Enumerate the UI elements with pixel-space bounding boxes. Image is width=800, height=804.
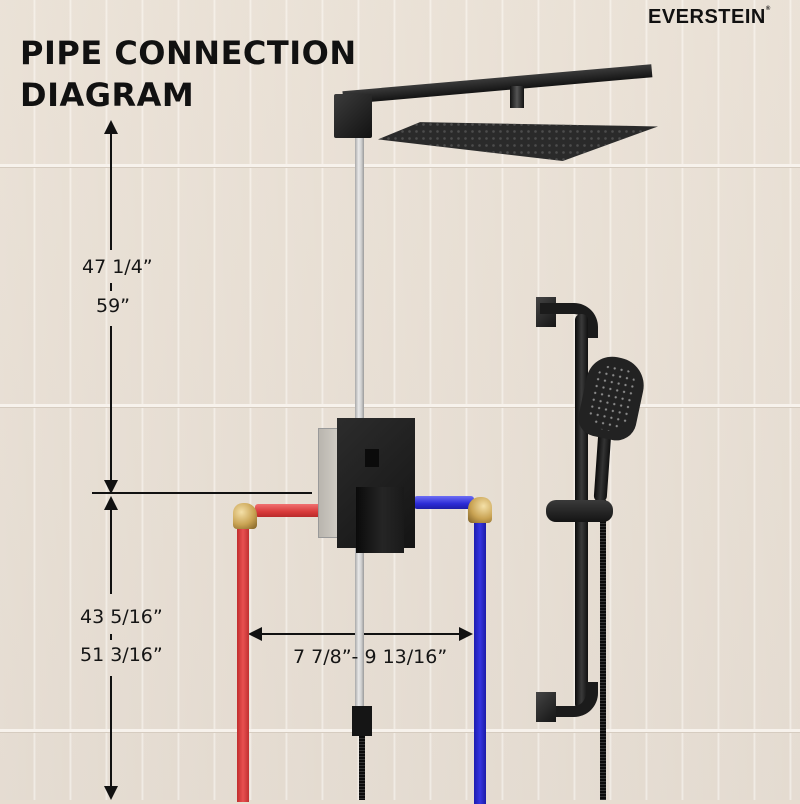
shower-head-neck: [510, 86, 524, 108]
dimension-upper-max: 59”: [96, 295, 131, 317]
arrow-down-icon: [104, 480, 118, 494]
tile-seam: [0, 164, 800, 168]
hose-wall-outlet: [352, 706, 372, 736]
dimension-lower-min: 43 5/16”: [80, 606, 163, 628]
brass-elbow-hot: [233, 503, 257, 529]
slide-bar-bottom-bracket: [536, 692, 556, 722]
cold-water-pipe-horizontal: [414, 496, 474, 509]
dimension-lower-max: 51 3/16”: [80, 644, 163, 666]
dimension-line-lower: [110, 508, 112, 594]
title-line-1: PIPE CONNECTION: [20, 34, 357, 72]
shower-arm-flange: [334, 94, 372, 138]
brand-logo: EVERSTEIN®: [648, 6, 771, 29]
cold-water-pipe-vertical: [474, 514, 486, 804]
hot-water-pipe-horizontal: [255, 504, 325, 517]
shower-hose: [359, 736, 365, 800]
dimension-line-upper: [110, 132, 112, 250]
diverter-knob: [365, 449, 379, 467]
dimension-line-tick: [110, 283, 112, 291]
temperature-handle: [356, 487, 404, 553]
slide-bar-top-bend: [540, 303, 598, 338]
tile-seam: [0, 404, 800, 408]
dimension-line-upper-lower: [110, 326, 112, 480]
dimension-horizontal: 7 7/8”- 9 13/16”: [293, 646, 448, 668]
hot-water-pipe-vertical: [237, 522, 249, 802]
tile-seam: [0, 729, 800, 733]
registered-mark: ®: [765, 6, 771, 12]
diagram-title: PIPE CONNECTION DIAGRAM: [20, 32, 357, 116]
arrow-right-icon: [459, 627, 473, 641]
arrow-up-icon: [104, 120, 118, 134]
brand-name: EVERSTEIN: [648, 6, 766, 28]
title-line-2: DIAGRAM: [20, 76, 195, 114]
arrow-up-icon: [104, 496, 118, 510]
slide-bar-holder: [546, 500, 613, 522]
dimension-upper-min: 47 1/4”: [82, 256, 153, 278]
arrow-down-icon: [104, 786, 118, 800]
handheld-hose: [600, 500, 606, 800]
dimension-line-tick: [110, 634, 112, 640]
brass-elbow-cold: [468, 497, 492, 523]
valve-reference-line: [92, 492, 312, 494]
dimension-line-lower-bottom: [110, 676, 112, 786]
arrow-left-icon: [248, 627, 262, 641]
